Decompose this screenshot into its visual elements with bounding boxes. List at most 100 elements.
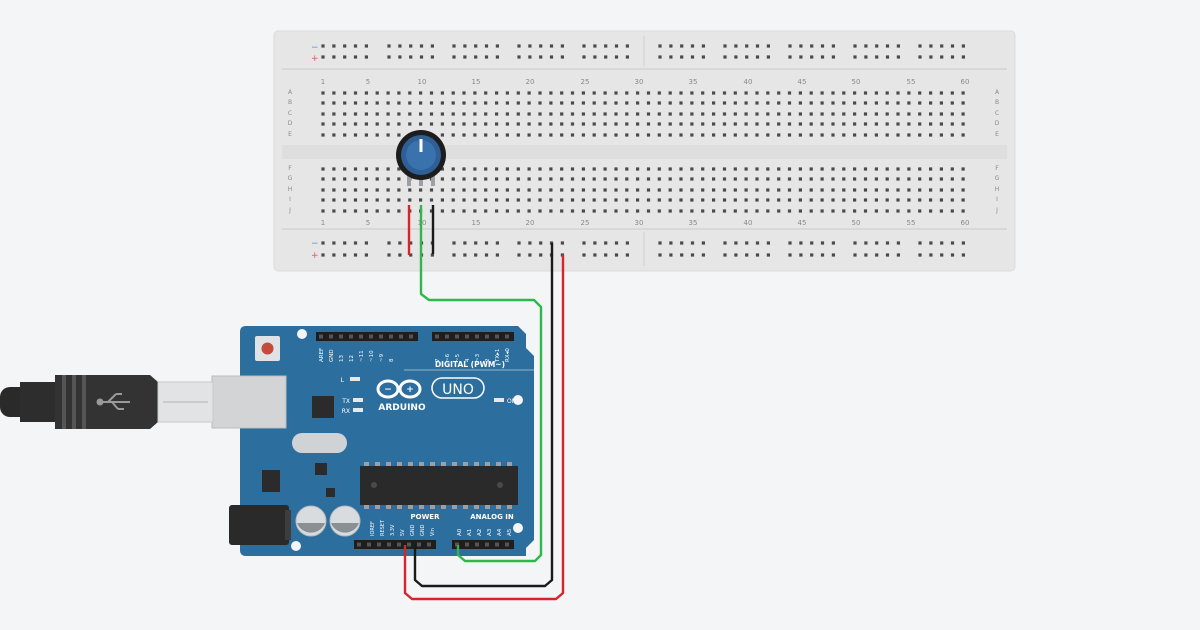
wire-red-5v-to-rail[interactable] xyxy=(403,255,565,601)
header-pin[interactable] xyxy=(397,542,401,547)
header-pin[interactable] xyxy=(357,542,361,547)
header-pin[interactable] xyxy=(427,542,431,547)
pin-headers[interactable] xyxy=(316,332,514,549)
rail-hole xyxy=(669,253,673,257)
header-pin[interactable] xyxy=(465,542,469,547)
header-pin[interactable] xyxy=(485,542,489,547)
breadboard-hole xyxy=(853,101,857,105)
rail-hole xyxy=(918,44,922,48)
header-pin[interactable] xyxy=(407,542,411,547)
breadboard-hole xyxy=(538,188,542,192)
header-pin[interactable] xyxy=(505,334,509,339)
header-pin[interactable] xyxy=(319,334,323,339)
power-pin-labels: IOREF RESET 3.3V 5V GND GND Vin xyxy=(370,519,436,536)
mcu-pin xyxy=(397,505,402,509)
rail-hole xyxy=(799,44,803,48)
header-pin[interactable] xyxy=(505,542,509,547)
breadboard-hole xyxy=(863,177,868,181)
breadboard-hole xyxy=(961,167,965,171)
led-rx xyxy=(353,408,363,412)
header-pin[interactable] xyxy=(377,542,381,547)
wires[interactable] xyxy=(403,205,565,601)
breadboard-hole xyxy=(950,122,954,126)
digital-header-2[interactable] xyxy=(432,332,514,341)
breadboard-hole xyxy=(364,188,368,192)
breadboard-hole xyxy=(538,91,542,95)
header-pin[interactable] xyxy=(339,334,343,339)
header-pin[interactable] xyxy=(475,542,479,547)
breadboard-hole xyxy=(777,177,781,181)
breadboard-hole xyxy=(332,112,336,116)
breadboard-hole xyxy=(853,167,857,171)
column-label: 5 xyxy=(366,78,370,86)
header-pin[interactable] xyxy=(349,334,353,339)
header-pin[interactable] xyxy=(367,542,371,547)
breadboard-hole xyxy=(636,101,640,105)
wire-black-gnd-to-rail[interactable] xyxy=(413,243,554,588)
pin-label: RESET xyxy=(380,519,386,536)
usb-cable[interactable] xyxy=(0,375,214,429)
pin-label: AREF xyxy=(319,348,325,362)
breadboard-hole xyxy=(712,122,716,126)
analog-in-label: ANALOG IN xyxy=(470,513,514,521)
breadboard-hole xyxy=(592,188,596,192)
header-pin[interactable] xyxy=(495,542,499,547)
arduino-uno-board[interactable]: L TX RX ON − + UNO ARDUINO DIGITAL (PWM~… xyxy=(211,326,536,556)
header-pin[interactable] xyxy=(455,334,459,339)
header-pin[interactable] xyxy=(329,334,333,339)
breadboard-hole xyxy=(527,112,531,116)
header-pin[interactable] xyxy=(387,542,391,547)
header-pin[interactable] xyxy=(417,542,421,547)
breadboard-hole xyxy=(581,198,585,202)
column-label: 60 xyxy=(961,219,970,227)
breadboard-hole xyxy=(353,101,358,105)
header-pin[interactable] xyxy=(379,334,383,339)
rail-hole xyxy=(517,241,521,245)
breadboard-hole xyxy=(863,112,868,116)
header-pin[interactable] xyxy=(435,334,439,339)
header-pin[interactable] xyxy=(475,334,479,339)
header-pin[interactable] xyxy=(409,334,413,339)
header-pin[interactable] xyxy=(369,334,373,339)
breadboard-hole xyxy=(495,177,499,181)
breadboard-hole xyxy=(451,177,455,181)
reset-button-cap[interactable] xyxy=(261,342,274,355)
breadboard-hole xyxy=(907,133,911,137)
breadboard-hole xyxy=(907,112,911,116)
breadboard-hole xyxy=(636,198,640,202)
header-pin[interactable] xyxy=(465,334,469,339)
breadboard-hole xyxy=(516,122,520,126)
breadboard-hole xyxy=(755,101,759,105)
header-pin[interactable] xyxy=(455,542,459,547)
digital-header-1[interactable] xyxy=(316,332,418,341)
header-pin[interactable] xyxy=(485,334,489,339)
breadboard-hole xyxy=(690,177,694,181)
breadboard-hole xyxy=(929,177,933,181)
rail-hole xyxy=(560,55,564,59)
rail-hole xyxy=(961,55,965,59)
breadboard[interactable]: − + − + 1 5 10 15 20 25 30 35 40 45 50 5… xyxy=(273,30,1016,272)
breadboard-hole xyxy=(484,112,488,116)
potentiometer[interactable] xyxy=(396,130,446,186)
header-pin[interactable] xyxy=(495,334,499,339)
header-pin[interactable] xyxy=(389,334,393,339)
breadboard-hole xyxy=(950,91,954,95)
header-pin[interactable] xyxy=(399,334,403,339)
column-label: 20 xyxy=(526,78,535,86)
led-tx xyxy=(353,398,363,402)
breadboard-hole xyxy=(592,198,596,202)
breadboard-hole xyxy=(419,101,423,105)
header-pin[interactable] xyxy=(359,334,363,339)
column-label: 40 xyxy=(744,219,753,227)
grip-ridge xyxy=(62,375,66,429)
breadboard-hole xyxy=(961,122,965,126)
header-pin[interactable] xyxy=(445,334,449,339)
rail-hole xyxy=(474,253,478,257)
power-header[interactable] xyxy=(354,540,436,549)
rail-hole xyxy=(864,44,868,48)
breadboard-hole xyxy=(874,101,878,105)
breadboard-hole xyxy=(473,209,477,213)
analog-header[interactable] xyxy=(452,540,514,549)
wire-green-pot-to-a0[interactable] xyxy=(419,205,543,563)
